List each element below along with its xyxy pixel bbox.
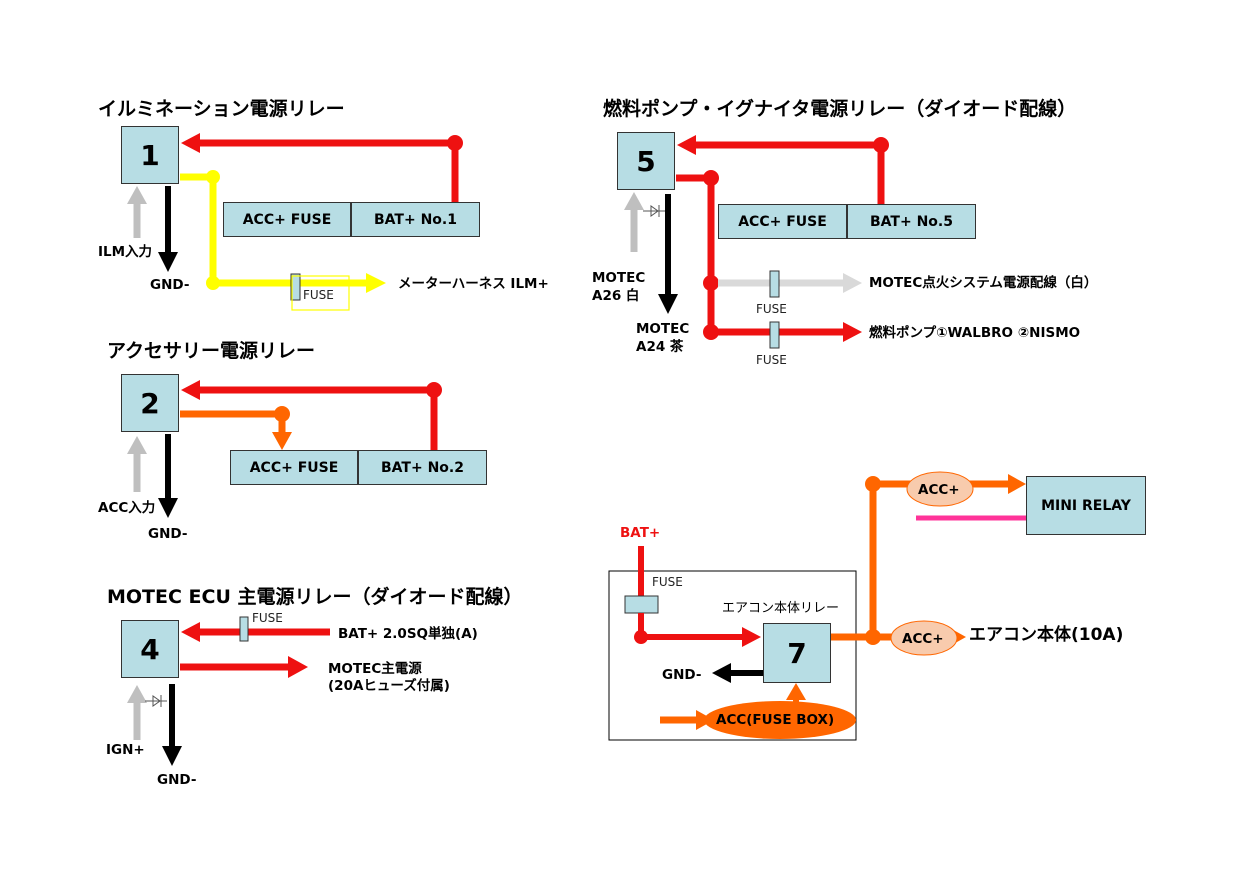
s2-gnd-label: GND- [148,526,188,542]
s2-acc-fuse: ACC+ FUSE [230,450,358,485]
s4-gnd-label: GND- [157,772,197,788]
s7-acc-fuse-box: ACC(FUSE BOX) [716,712,835,728]
relay-1[interactable]: 1 [121,126,179,184]
s5-fuse-a-label: FUSE [756,302,787,316]
s7-acc-mid: ACC+ [902,631,944,647]
s5-bat-fuse: BAT+ No.5 [847,204,976,239]
section-2-title: アクセサリー電源リレー [107,340,316,362]
s4-fuse-label: FUSE [252,611,283,625]
s1-output-label: メーターハーネス ILM+ [398,276,549,292]
s1-bat-fuse: BAT+ No.1 [351,202,480,237]
s7-bat-label: BAT+ [620,525,661,541]
s7-relay-title: エアコン本体リレー [722,601,840,616]
s2-input-label: ACC入力 [98,500,156,516]
s5-fuse-b-label: FUSE [756,353,787,367]
section-4-wiring [127,616,330,766]
s2-bat-fuse: BAT+ No.2 [358,450,487,485]
s5-input-line1: MOTEC [592,270,646,286]
s1-gnd-label: GND- [150,277,190,293]
section-1-title: イルミネーション電源リレー [98,98,345,120]
s1-acc-fuse: ACC+ FUSE [223,202,351,237]
relay-4[interactable]: 4 [121,620,179,678]
relay-2[interactable]: 2 [121,374,179,432]
section-1-wiring [127,133,463,311]
s4-output-line1: MOTEC主電源 [328,661,422,677]
s7-output-label: エアコン本体(10A) [969,625,1124,645]
s5-output-b: 燃料ポンプ①WALBRO ②NISMO [869,325,1081,341]
section-2-wiring [127,380,442,518]
section-4-title: MOTEC ECU 主電源リレー（ダイオード配線） [107,586,523,608]
s4-output-line2: (20Aヒューズ付属) [328,678,450,694]
s5-gnd-line2: A24 茶 [636,339,684,355]
s5-input-line2: A26 白 [592,288,640,304]
s1-fuse-label: FUSE [303,288,334,302]
s5-acc-fuse: ACC+ FUSE [718,204,847,239]
s5-gnd-line1: MOTEC [636,321,690,337]
s1-input-label: ILM入力 [98,244,153,260]
section-5-wiring [624,135,889,349]
relay-7[interactable]: 7 [763,623,831,683]
s7-acc-top: ACC+ [918,482,960,498]
relay-5[interactable]: 5 [617,132,675,190]
section-5-title: 燃料ポンプ・イグナイタ電源リレー（ダイオード配線） [603,98,1077,120]
section-7-wiring [608,471,1026,741]
s4-input-label: IGN+ [106,742,145,758]
s5-output-a: MOTEC点火システム電源配線（白） [869,275,1098,291]
s7-fuse-label: FUSE [652,575,683,589]
mini-relay[interactable]: MINI RELAY [1026,476,1146,535]
s4-bat-label: BAT+ 2.0SQ単独(A) [338,626,478,642]
s7-gnd-label: GND- [662,667,702,683]
